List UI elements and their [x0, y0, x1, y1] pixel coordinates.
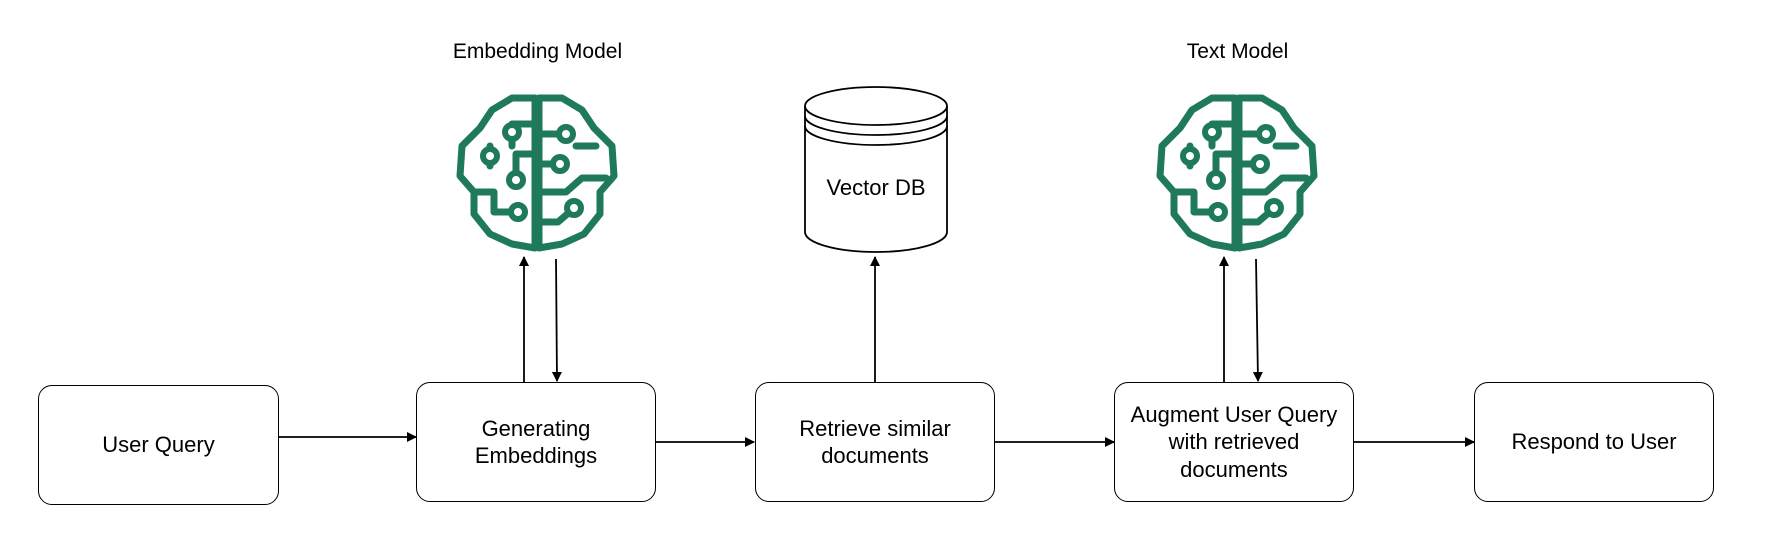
vector-db-label: Vector DB [826, 175, 926, 200]
brain-circuit-icon [1156, 94, 1318, 252]
arrow-embedding-model-to-embeddings [551, 258, 562, 382]
generating-embeddings-box: Generating Embeddings [416, 382, 656, 502]
augment-query-box: Augment User Query with retrieved docume… [1114, 382, 1354, 502]
generating-embeddings-label-line1: Generating [481, 415, 591, 441]
database-cylinder-icon [804, 86, 948, 253]
retrieve-documents-label-line1: Retrieve similar [799, 415, 951, 441]
arrow-text-model-to-augment [1252, 258, 1263, 382]
respond-to-user-label: Respond to User [1511, 429, 1677, 455]
augment-query-label-line2: with retrieved [1168, 429, 1300, 455]
embedding-model-caption: Embedding Model [452, 40, 623, 63]
user-query-box: User Query [38, 385, 279, 505]
retrieve-documents-label-line2: documents [821, 443, 929, 468]
augment-query-label-line3: documents [1180, 456, 1288, 482]
user-query-label: User Query [102, 432, 215, 458]
augment-query-label-line1: Augment User Query [1130, 401, 1338, 427]
respond-to-user-box: Respond to User [1474, 382, 1714, 502]
retrieve-documents-box: Retrieve similar documents [755, 382, 995, 502]
brain-circuit-icon [456, 94, 618, 252]
text-model-caption: Text Model [1186, 40, 1289, 63]
generating-embeddings-label-line2: Embeddings [474, 443, 598, 468]
